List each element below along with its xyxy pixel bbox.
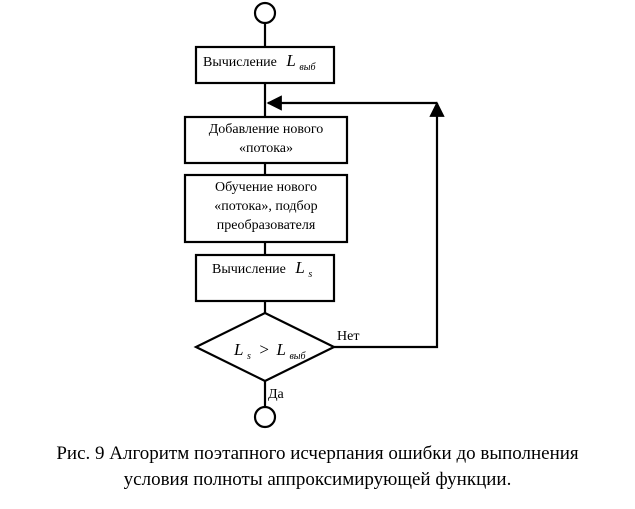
compute-ls-symbol: L (294, 258, 304, 277)
condition-label: L s > L выб (233, 340, 307, 363)
compute-ls-label: Вычисление L s (212, 258, 312, 280)
condition-left-symbol: L (233, 340, 243, 359)
add-stream-line-1: Добавление нового (209, 122, 324, 137)
compute-ls-subscript: s (308, 269, 312, 280)
add-stream-line-2: «потока» (239, 141, 293, 156)
condition-right-symbol: L (275, 340, 285, 359)
figure-caption: Рис. 9 Алгоритм поэтапного исчерпания ош… (0, 441, 635, 493)
compute-lvyb-symbol: L (285, 51, 295, 70)
no-branch-label: Нет (337, 329, 359, 344)
compute-lvyb-text: Вычисление (203, 55, 277, 70)
flowchart: Вычисление L выб Добавление нового «пото… (183, 1, 445, 429)
train-stream-line-3: преобразователя (217, 218, 316, 233)
caption-line-2: условия полноты аппроксимирующей функции… (123, 469, 512, 490)
end-terminal (253, 405, 277, 429)
compute-ls-text: Вычисление (212, 262, 286, 277)
start-terminal (253, 1, 277, 25)
condition-left-subscript: s (247, 351, 251, 362)
train-stream-line-1: Обучение нового (215, 180, 317, 195)
loop-back-line (334, 101, 445, 349)
compute-lvyb-subscript: выб (299, 62, 316, 73)
compute-lvyb-label: Вычисление L выб (203, 51, 316, 73)
train-stream-line-2: «потока», подбор (214, 199, 317, 214)
yes-branch-label: Да (268, 387, 285, 402)
caption-line-1: Рис. 9 Алгоритм поэтапного исчерпания ош… (56, 443, 579, 464)
train-stream-box (183, 173, 349, 244)
condition-operator: > (259, 340, 269, 359)
condition-right-subscript: выб (289, 351, 306, 362)
